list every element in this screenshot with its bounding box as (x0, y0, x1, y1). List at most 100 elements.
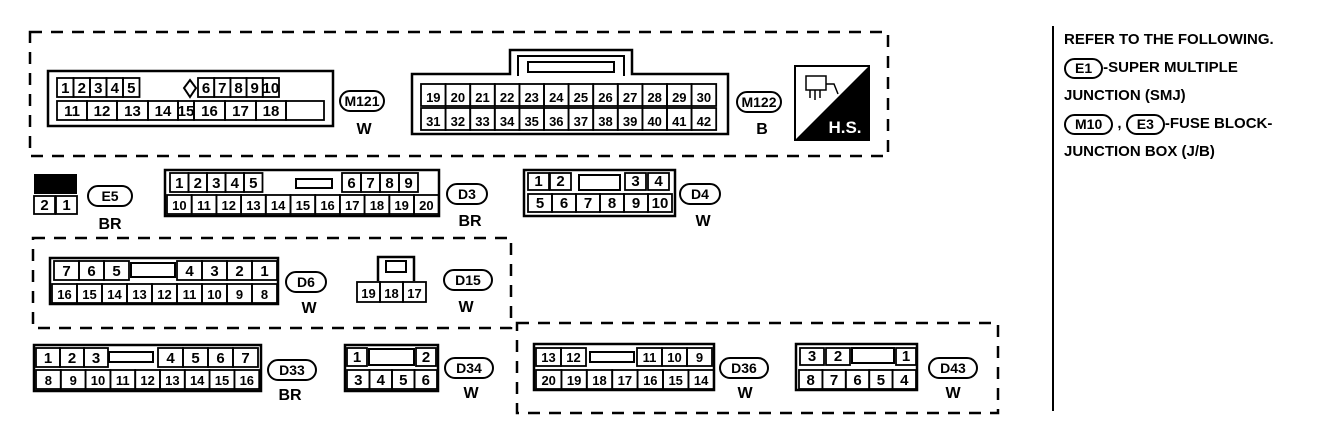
d4-id: D4 (691, 186, 709, 202)
pin-number: 14 (694, 373, 709, 388)
pin-cavity (346, 347, 368, 367)
d6-color: W (301, 300, 317, 317)
pin-cavity (415, 347, 437, 367)
pin-number: 9 (696, 350, 703, 365)
pin-cavity (549, 172, 572, 191)
m121-color: W (356, 121, 372, 138)
pin-number: 5 (536, 195, 544, 212)
pin-cavity (33, 195, 56, 215)
pin-number: 22 (500, 90, 514, 105)
pin-number: 37 (574, 114, 588, 129)
connector-hand-icon (805, 75, 839, 100)
d33-color: BR (278, 387, 302, 404)
m121-id: M121 (344, 93, 379, 109)
harness-group-middle (31, 236, 513, 330)
comma: , (1117, 115, 1122, 132)
pin-cavity (560, 347, 587, 367)
pin-cavity (251, 260, 278, 281)
pin-number: 29 (672, 90, 686, 105)
pin-number: 6 (853, 372, 861, 389)
pin-number: 1 (175, 175, 183, 192)
harness-group-top (28, 30, 890, 158)
m121-key (182, 78, 198, 99)
pin-number: 11 (116, 373, 130, 388)
pin-number: 4 (231, 175, 240, 192)
pin-number: 25 (574, 90, 588, 105)
pin-number: 18 (592, 373, 606, 388)
pin-number: 14 (155, 103, 172, 120)
pin-cavity (103, 260, 130, 281)
e5-id: E5 (101, 188, 118, 204)
d6-id: D6 (297, 274, 315, 290)
pin-number: 2 (235, 263, 243, 280)
pin-number: 30 (697, 90, 711, 105)
pin-number: 8 (807, 372, 815, 389)
pin-cavity (799, 347, 825, 366)
pin-number: 7 (366, 175, 374, 192)
d36-color: W (737, 385, 753, 402)
pin-number: 1 (260, 263, 268, 280)
pin-number: 6 (422, 372, 430, 389)
pin-number: 3 (354, 372, 362, 389)
pin-number: 20 (541, 373, 555, 388)
pin-number: 28 (647, 90, 661, 105)
d15-id: D15 (455, 272, 481, 288)
pin-number: 2 (68, 350, 76, 367)
pin-number: 12 (140, 373, 154, 388)
pin-number: 15 (668, 373, 682, 388)
d3-id: D3 (458, 186, 476, 202)
pin-number: 6 (216, 350, 224, 367)
pin-number: 3 (210, 263, 218, 280)
pin-number: 39 (623, 114, 637, 129)
pin-number: 17 (618, 373, 632, 388)
pin-number: 11 (197, 198, 211, 213)
d36-id: D36 (731, 360, 757, 376)
pin-number: 17 (345, 198, 359, 213)
pin-number: 15 (82, 287, 96, 302)
pin-number: 14 (107, 287, 122, 302)
pin-number: 21 (475, 90, 489, 105)
pin-number: 10 (263, 80, 280, 97)
d4-color: W (695, 213, 711, 230)
pin-number: 15 (178, 103, 195, 120)
pin-number: 14 (271, 198, 286, 213)
pin-number: 40 (647, 114, 661, 129)
pin-number: 2 (556, 173, 564, 190)
hs-symbol: H.S. (794, 65, 870, 141)
pin-number: 7 (584, 195, 592, 212)
pin-number: 18 (370, 198, 384, 213)
pin-number: 16 (643, 373, 657, 388)
pin-number: 1 (62, 197, 70, 214)
pin-number: 2 (40, 197, 48, 214)
pin-number: 27 (623, 90, 637, 105)
pin-cavity (527, 172, 550, 191)
pin-number: 1 (534, 173, 542, 190)
pin-number: 2 (422, 349, 430, 366)
pin-number: 16 (57, 287, 71, 302)
pin-number: 18 (384, 286, 398, 301)
pin-number: 3 (631, 173, 639, 190)
pin-number: 9 (632, 195, 640, 212)
pin-number: 8 (608, 195, 616, 212)
pin-number: 11 (183, 287, 197, 302)
harness-group-bottom (515, 321, 1000, 415)
pin-cavity (825, 347, 851, 366)
pin-number: 4 (377, 372, 386, 389)
pin-cavity (690, 107, 718, 131)
pin-number: 10 (91, 373, 105, 388)
pin-number: 9 (251, 80, 259, 97)
pin-number: 10 (207, 287, 221, 302)
pin-number: 6 (87, 263, 95, 280)
pin-cavity (686, 347, 713, 367)
pin-number: 10 (652, 195, 669, 212)
pin-number: 10 (172, 198, 186, 213)
pin-number: 15 (296, 198, 310, 213)
pin-number: 12 (222, 198, 236, 213)
pin-number: 34 (500, 114, 515, 129)
note-e1: E1-SUPER MULTIPLE (1064, 54, 1342, 82)
